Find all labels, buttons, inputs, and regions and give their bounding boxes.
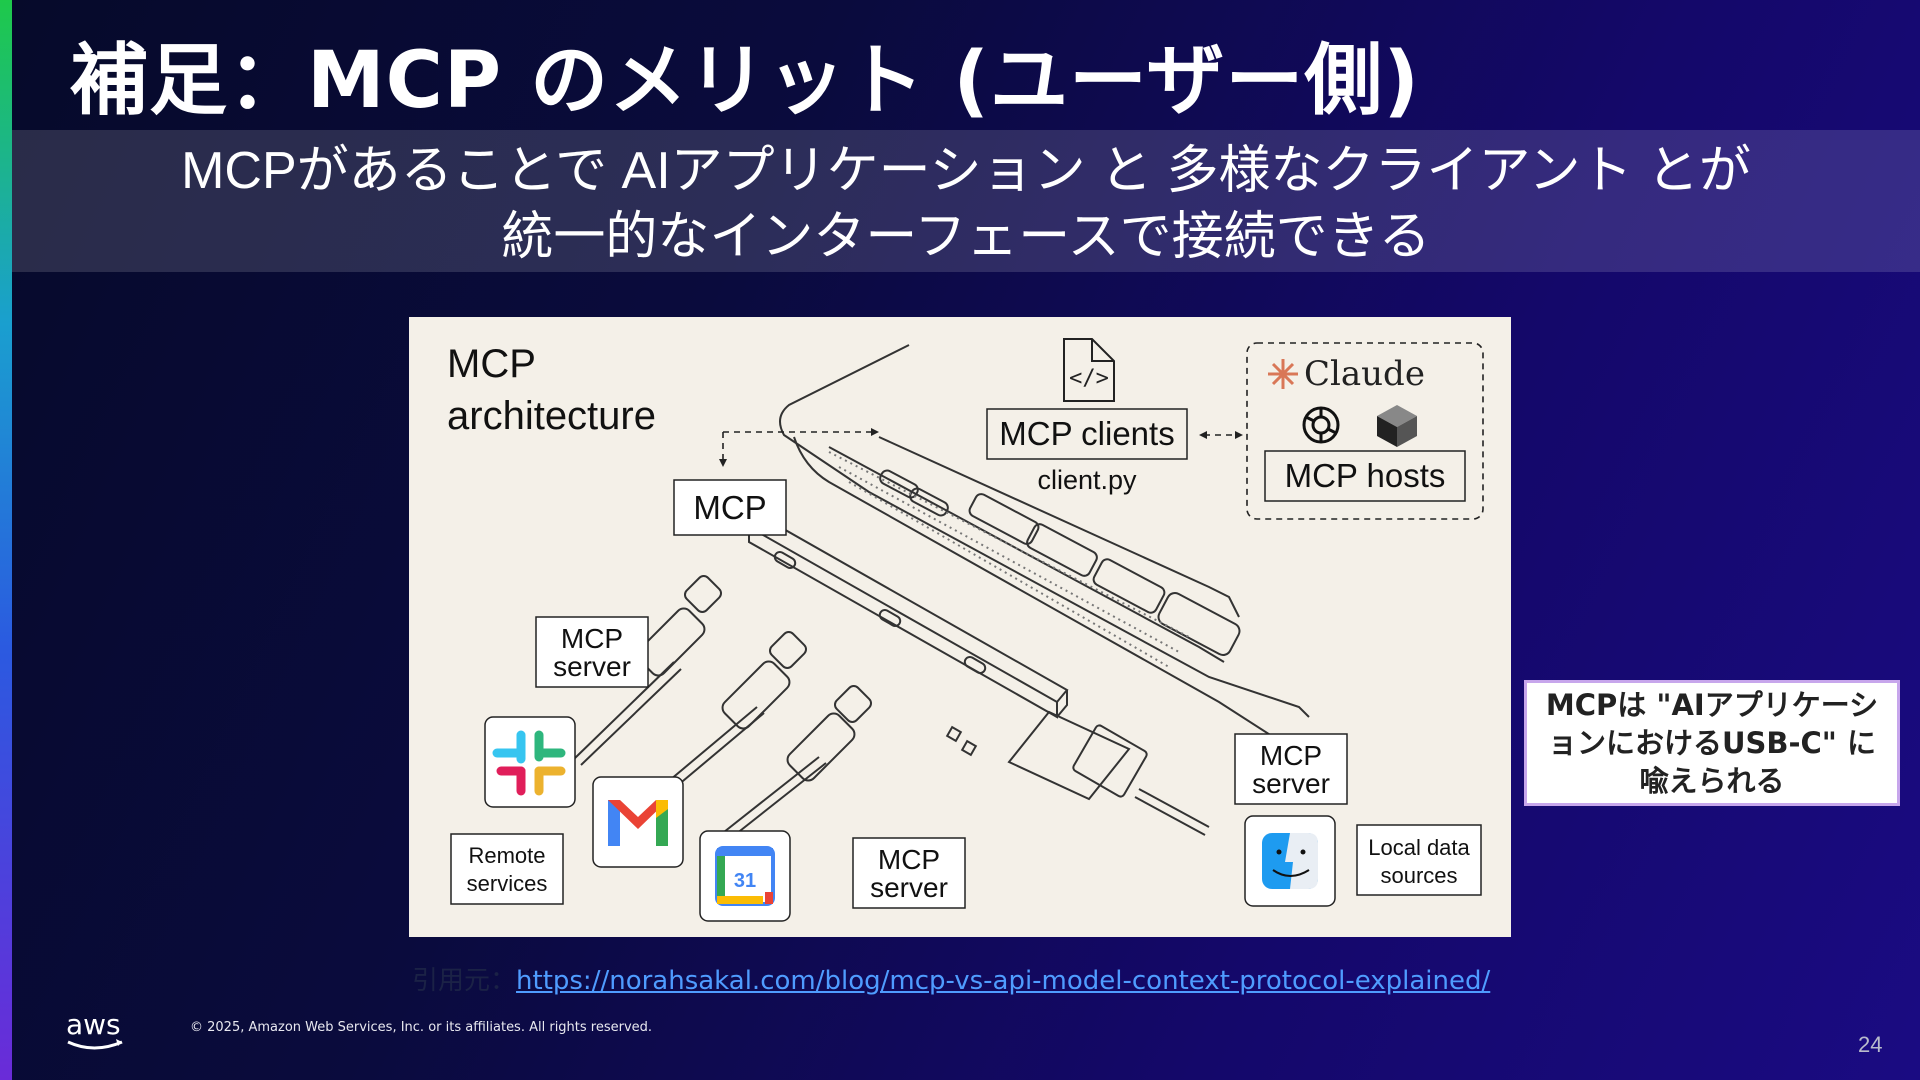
local-data-sources-box: [1356, 824, 1482, 896]
subtitle-line-1: MCPがあることで AIアプリケーション と 多様なクライアント とが: [181, 142, 1751, 200]
mcp-server-2-line-2: server: [870, 872, 948, 903]
slack-tile: [484, 716, 576, 808]
usb-c-callout: MCPは "AIアプリケーションにおけるUSB-C" に喩えられる: [1524, 680, 1900, 806]
mcp-clients-label: MCP clients: [999, 415, 1174, 452]
calendar-icon: [715, 846, 775, 906]
remote-services-line-2: services: [467, 871, 548, 896]
citation-link[interactable]: https://norahsakal.com/blog/mcp-vs-api-m…: [516, 966, 1491, 996]
connection-arrows: [722, 431, 1239, 462]
client-file-label: client.py: [1037, 465, 1137, 495]
mcp-clients-box: [986, 408, 1188, 460]
openai-icon: [1302, 406, 1340, 444]
slack-icon: [492, 730, 566, 796]
cube-icon: [1377, 405, 1417, 447]
claude-icon: [1268, 359, 1298, 389]
mcp-hosts-group: [1246, 342, 1484, 520]
figure-heading-line-1: MCP: [447, 342, 536, 386]
finder-icon: [1262, 833, 1318, 889]
aws-logo: aws: [64, 1008, 130, 1054]
remote-services-box: [450, 833, 564, 905]
gmail-icon: [608, 800, 668, 846]
citation-label: 引用元：: [412, 966, 517, 996]
mcp-server-1-line-1: MCP: [561, 623, 623, 654]
calendar-day: 31: [734, 870, 756, 892]
figure-heading-line-2: architecture: [447, 394, 656, 438]
code-file-icon: </>: [1063, 338, 1115, 402]
subtitle-line-2: 統一的なインターフェースで接続できる: [501, 208, 1431, 266]
remote-services-line-1: Remote: [468, 843, 545, 868]
mcp-server-2-line-1: MCP: [878, 844, 940, 875]
accent-bar: [0, 0, 12, 1080]
mcp-server-box-3: [1234, 733, 1348, 805]
mcp-server-box-2: [852, 837, 966, 909]
copyright: © 2025, Amazon Web Services, Inc. or its…: [190, 1020, 653, 1035]
mcp-server-3-line-1: MCP: [1260, 740, 1322, 771]
slide-title: 補足：MCP のメリット (ユーザー側): [70, 36, 1421, 126]
mcp-box: [673, 479, 787, 536]
mcp-server-box-1: [535, 616, 649, 688]
mcp-server-1-line-2: server: [553, 651, 631, 682]
svg-text:</>: </>: [1069, 366, 1109, 391]
claude-label: Claude: [1304, 354, 1425, 394]
local-data-line-2: sources: [1380, 863, 1457, 888]
mcp-hosts-label: MCP hosts: [1285, 457, 1446, 494]
aws-logo-text: aws: [66, 1008, 121, 1041]
page-number: 24: [1858, 1032, 1883, 1057]
mcp-server-3-line-2: server: [1252, 768, 1330, 799]
mcp-architecture-figure: MCP architecture: [409, 317, 1511, 937]
citation: 引用元：https://norahsakal.com/blog/mcp-vs-a…: [412, 960, 1490, 997]
laptop-illustration: [779, 344, 1310, 748]
usb-cables: [573, 574, 1210, 839]
mcp-label: MCP: [693, 489, 766, 526]
subtitle-band: [12, 130, 1920, 272]
slide-subtitle: MCPがあることで AIアプリケーション と 多様なクライアント とが 統一的な…: [12, 138, 1920, 270]
mcp-hosts-box: [1264, 450, 1466, 502]
local-data-line-1: Local data: [1368, 835, 1470, 860]
